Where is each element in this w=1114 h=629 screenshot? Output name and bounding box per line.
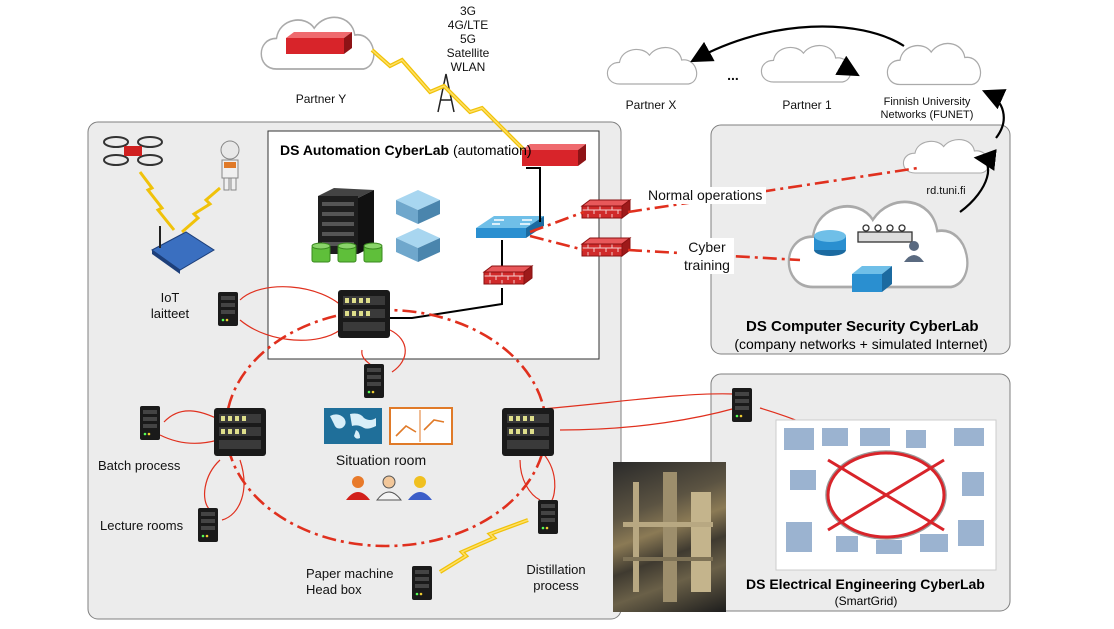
switch-icon-electrical <box>732 388 752 422</box>
drone-icon <box>103 136 163 166</box>
automation-lab-title: DS Automation CyberLab (automation) <box>280 142 532 158</box>
database-icons <box>311 242 383 263</box>
cyber-training-label: Cyber training <box>680 238 734 274</box>
partner-y-label: Partner Y <box>295 92 347 106</box>
cloud-partner-x <box>606 46 698 85</box>
security-lab-title: DS Computer Security CyberLab <box>746 318 979 335</box>
people-icon <box>346 475 432 501</box>
situation-label: Situation room <box>335 452 427 468</box>
smartgrid-diagram <box>775 419 997 571</box>
switch-icon-main-top <box>338 290 390 338</box>
switch-icon-iot <box>218 292 238 326</box>
security-lab-subtitle: (company networks + simulated Internet) <box>734 336 988 352</box>
lecture-label: Lecture rooms <box>100 518 184 533</box>
storage-icon <box>396 190 440 262</box>
chart-icon <box>389 407 453 445</box>
distillation-photo <box>613 462 726 612</box>
world-map-icon <box>324 408 382 444</box>
switch-icon-main-right <box>502 408 554 456</box>
switch-icon-batch <box>140 406 160 440</box>
firewall-icon-training <box>581 237 631 257</box>
robot-icon <box>220 140 240 191</box>
ellipsis-label: ... <box>727 67 739 83</box>
switch-icon-situation <box>364 364 384 398</box>
switch-icon-paper <box>412 566 432 600</box>
switch-icon-lecture <box>198 508 218 542</box>
switch-icon-main-left <box>214 408 266 456</box>
training-room-icon <box>857 224 924 262</box>
paper-label: Paper machine Head box <box>306 566 394 597</box>
iot-label: IoT laitteet <box>150 290 190 321</box>
electrical-lab-title: DS Electrical Engineering CyberLab <box>746 576 985 592</box>
iot-board-icon <box>151 226 215 274</box>
router-icon-security <box>814 230 846 256</box>
partner-x-label: Partner X <box>625 98 677 112</box>
router-icon-partner-y <box>286 32 352 54</box>
firewall-icon-ops <box>581 199 631 219</box>
cloud-funet <box>886 42 982 86</box>
distillation-label: Distillation process <box>526 562 586 593</box>
batch-label: Batch process <box>98 458 181 473</box>
partner-1-label: Partner 1 <box>782 98 832 112</box>
funet-label: Finnish University Networks (FUNET) <box>880 96 974 121</box>
firewall-appliance-icon <box>852 266 892 292</box>
firewall-icon-core <box>483 265 533 285</box>
normal-ops-label: Normal operations <box>644 187 767 204</box>
switch-icon-distillation <box>538 500 558 534</box>
cloud-partner-1 <box>760 44 852 83</box>
electrical-lab-subtitle: (SmartGrid) <box>834 594 898 608</box>
rd-label: rd.tuni.fi <box>926 185 966 197</box>
wireless-label: 3G 4G/LTE 5G Satellite WLAN <box>446 4 490 74</box>
link-normal-ops <box>627 166 919 214</box>
router-icon-automation <box>522 144 586 166</box>
